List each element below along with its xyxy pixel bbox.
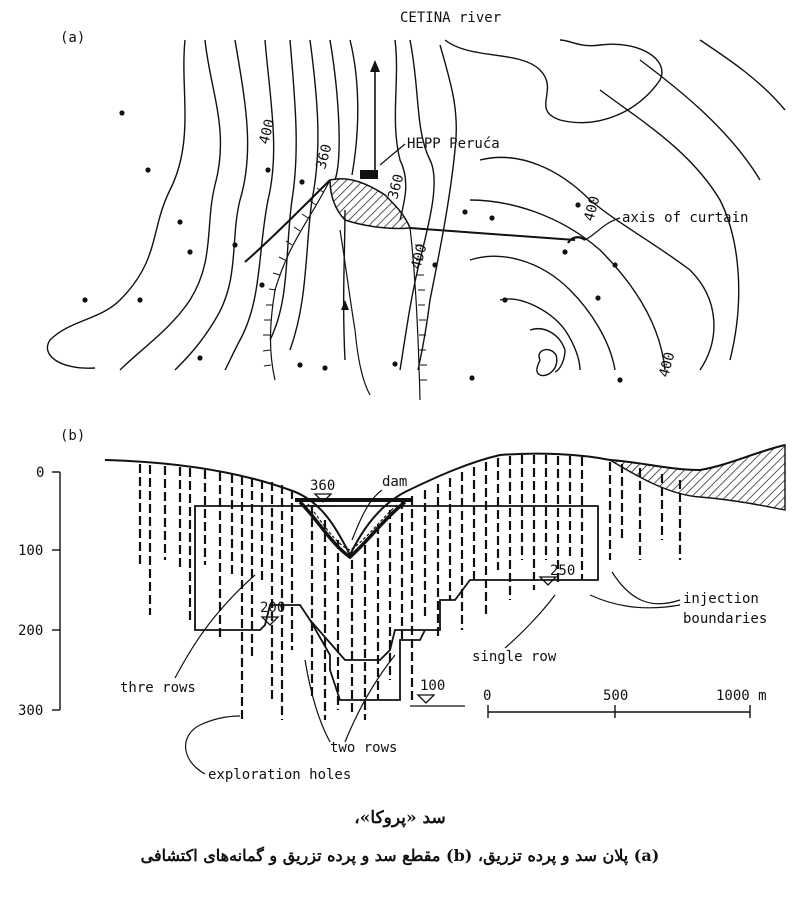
injection-leader bbox=[589, 594, 681, 609]
contour-line bbox=[349, 39, 359, 176]
dam-section bbox=[295, 498, 412, 560]
hepp-leader bbox=[379, 143, 406, 166]
hepp-label: HEPP Peruća bbox=[407, 136, 500, 152]
contour-line bbox=[536, 348, 558, 377]
contour-line bbox=[46, 39, 186, 369]
panel-a-label: (a) bbox=[60, 30, 85, 46]
three-rows-leader bbox=[174, 574, 256, 679]
injection-label: injection bbox=[683, 591, 759, 607]
figure-caption: (a) پلان سد و پرده تزریق، (b) مقطع سد و … bbox=[140, 846, 660, 865]
dam-leader bbox=[351, 489, 383, 541]
exploration-leader bbox=[185, 715, 241, 775]
exploration-label: exploration holes bbox=[208, 767, 351, 783]
plan-map: (a) bbox=[46, 10, 786, 401]
injection-boundary bbox=[194, 505, 599, 701]
injection-leader bbox=[611, 571, 681, 605]
contour-line bbox=[269, 39, 297, 341]
exploration-hole-dots bbox=[82, 110, 623, 383]
contour-line bbox=[289, 39, 319, 351]
contour-line bbox=[479, 156, 715, 371]
contour-line bbox=[639, 59, 761, 181]
elevation-label: 200 bbox=[260, 600, 285, 616]
contour-label: 400 bbox=[581, 194, 603, 223]
single-row-leader bbox=[504, 594, 556, 649]
dam-body bbox=[329, 178, 412, 230]
depth-tick: 200 bbox=[18, 623, 43, 639]
contour-line bbox=[699, 39, 786, 111]
river-label: CETINA river bbox=[400, 10, 501, 26]
ground-profile bbox=[104, 444, 786, 558]
contour-line bbox=[119, 39, 222, 371]
scale-tick: 500 bbox=[603, 688, 628, 704]
contour-line bbox=[469, 255, 616, 371]
contour-line bbox=[417, 44, 458, 371]
hatched-zone bbox=[609, 444, 786, 511]
cetina-river bbox=[341, 60, 380, 361]
two-rows-leader bbox=[344, 654, 396, 743]
level-marker bbox=[538, 576, 558, 586]
curtain-leader bbox=[584, 217, 621, 241]
contour-label: 400 bbox=[256, 117, 278, 146]
contour-line bbox=[499, 298, 581, 371]
depth-tick: 300 bbox=[18, 703, 43, 719]
three-rows-label: thre rows bbox=[120, 680, 196, 696]
dam-label: dam bbox=[382, 474, 407, 490]
cliff-edge bbox=[409, 227, 421, 401]
curtain-axis bbox=[244, 179, 576, 263]
contour-label: 400 bbox=[408, 242, 430, 271]
contour-label: 360 bbox=[385, 172, 407, 201]
contour-line bbox=[529, 328, 566, 373]
panel-b-label: (b) bbox=[60, 428, 85, 444]
single-row-label: single row bbox=[472, 649, 557, 665]
injection-boundary bbox=[309, 619, 425, 661]
elevation-label: 100 bbox=[420, 678, 445, 694]
contour-line bbox=[399, 39, 435, 371]
elevation-label: 250 bbox=[550, 563, 575, 579]
contour-line bbox=[174, 39, 249, 371]
injection-label: boundaries bbox=[683, 611, 767, 627]
contour-line bbox=[329, 39, 340, 181]
depth-tick: 100 bbox=[18, 543, 43, 559]
depth-tick: 0 bbox=[36, 465, 44, 481]
contour-line bbox=[599, 89, 740, 361]
curtain-end-marker bbox=[567, 236, 586, 244]
two-rows-leader bbox=[304, 659, 331, 743]
contour-lines bbox=[46, 39, 786, 377]
curtain-label: axis of curtain bbox=[622, 210, 748, 226]
contour-label: 400 bbox=[656, 350, 678, 379]
two-rows-label: two rows bbox=[330, 740, 397, 756]
depth-axis bbox=[52, 471, 61, 711]
level-marker bbox=[310, 493, 336, 507]
cross-section: (b) 0 100 200 300 bbox=[18, 428, 786, 783]
level-marker bbox=[410, 694, 465, 707]
level-marker bbox=[260, 616, 280, 626]
contour-label: 360 bbox=[313, 142, 335, 171]
scale-tick: 1000 m bbox=[716, 688, 767, 704]
contour-line bbox=[469, 199, 666, 371]
scale-tick: 0 bbox=[483, 688, 491, 704]
elevation-label: 360 bbox=[310, 478, 335, 494]
figure-title: سد «پروکا»، bbox=[354, 808, 446, 828]
contour-line bbox=[444, 39, 663, 124]
exploration-holes bbox=[138, 455, 682, 720]
powerhouse-icon bbox=[360, 170, 378, 179]
scale-bar bbox=[487, 705, 751, 718]
